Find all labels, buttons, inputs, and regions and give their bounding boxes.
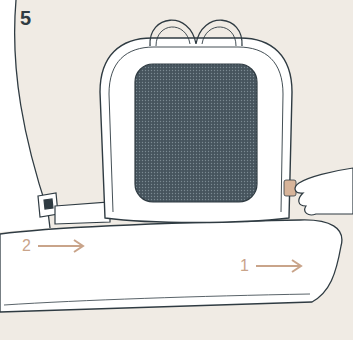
callout-number: 1 (240, 258, 249, 274)
mesh-panel (135, 64, 257, 202)
callout-number: 2 (22, 238, 31, 254)
release-tab (284, 180, 296, 196)
carrier-base (55, 202, 110, 224)
carrier-body (100, 38, 292, 223)
hand (295, 168, 353, 215)
push-arrows (38, 240, 301, 272)
step-number: 5 (20, 8, 31, 28)
carrier-handles (150, 20, 242, 46)
seat-cushion (0, 220, 342, 312)
